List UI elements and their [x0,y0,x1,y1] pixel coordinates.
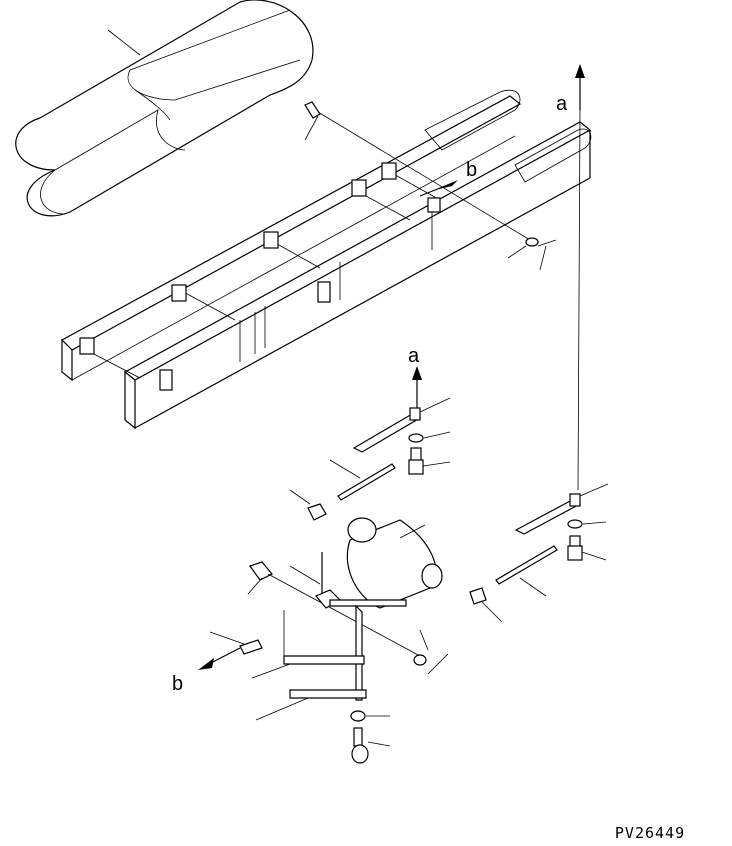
take-up-guide-right [514,483,609,535]
shim-plate-lower [255,689,367,721]
threaded-rod-mid [329,459,396,501]
shim-plate-upper [251,610,365,679]
arrow-b-top-icon [419,180,458,197]
pin-lower [247,561,421,657]
washer-and-cotter-top [507,237,557,271]
bolt-mid [408,447,451,475]
roller [346,517,443,609]
arrow-a-mid-icon [412,366,422,410]
arrow-b-bottom-icon [198,647,241,670]
callout-a-mid: a [408,345,420,367]
bolt-lower [351,727,391,764]
conveyor-belt [15,0,314,217]
arrow-a-top-icon [575,64,585,110]
callout-b-top: b [466,159,477,181]
callout-a-top: a [556,93,568,115]
bolt-right [567,535,607,561]
callout-b-bottom: b [172,673,183,695]
washer-and-cotter-lower [413,629,449,675]
pin-with-arrow-b [209,631,263,655]
nut-block-right [469,587,503,623]
guide-line-a [577,109,581,491]
conveyor-frame [61,89,592,430]
washer-mid [408,431,451,443]
pin-top [304,101,531,241]
nut-block-mid [289,489,327,521]
washer-lower [350,710,390,722]
drawing-code: PV26449 [615,824,685,842]
take-up-guide-left [352,397,451,453]
take-up-bracket [289,552,407,701]
washer-right [567,519,607,529]
threaded-rod-right [495,545,558,597]
